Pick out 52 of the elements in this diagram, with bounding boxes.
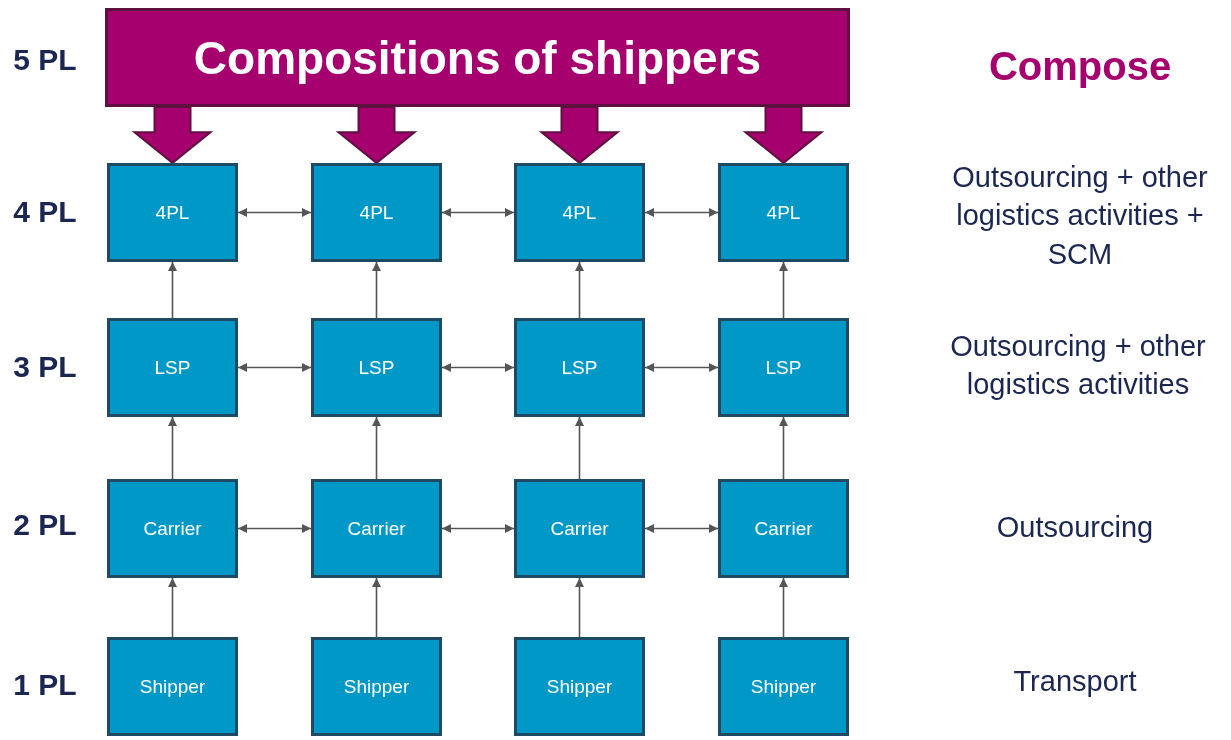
block-arrow bbox=[742, 106, 825, 165]
process-box: LSP bbox=[718, 318, 849, 417]
process-box: 4PL bbox=[311, 163, 442, 262]
level-label: 2 PL bbox=[12, 507, 78, 543]
level-label: 1 PL bbox=[12, 667, 78, 703]
arrow bbox=[644, 524, 719, 533]
arrow bbox=[644, 363, 719, 372]
arrow bbox=[779, 416, 788, 480]
arrow bbox=[575, 577, 584, 638]
level-label: 5 PL bbox=[12, 42, 78, 78]
process-box: Shipper bbox=[311, 637, 442, 736]
arrow bbox=[575, 261, 584, 319]
arrow bbox=[237, 363, 312, 372]
side-note: Outsourcing bbox=[995, 510, 1155, 545]
arrow bbox=[168, 261, 177, 319]
arrow bbox=[644, 208, 719, 217]
arrow bbox=[441, 208, 515, 217]
block-arrow bbox=[131, 106, 214, 165]
process-box: Shipper bbox=[107, 637, 238, 736]
side-heading: Compose bbox=[987, 43, 1173, 90]
banner-box: Compositions of shippers bbox=[105, 8, 850, 107]
level-label: 4 PL bbox=[12, 194, 78, 230]
process-box: 4PL bbox=[514, 163, 645, 262]
side-note: Outsourcing + other logistics activities bbox=[949, 329, 1207, 403]
process-box: Carrier bbox=[718, 479, 849, 578]
arrow bbox=[779, 261, 788, 319]
process-box: 4PL bbox=[107, 163, 238, 262]
arrow bbox=[237, 208, 312, 217]
process-box: Shipper bbox=[514, 637, 645, 736]
process-box: 4PL bbox=[718, 163, 849, 262]
side-note: Outsourcing + other logistics activities + SCM bbox=[951, 160, 1209, 272]
arrow bbox=[779, 577, 788, 638]
arrow bbox=[237, 524, 312, 533]
process-box: LSP bbox=[107, 318, 238, 417]
process-box: Shipper bbox=[718, 637, 849, 736]
side-note: Transport bbox=[1012, 664, 1138, 699]
block-arrow bbox=[335, 106, 418, 165]
arrow bbox=[168, 416, 177, 480]
process-box: Carrier bbox=[311, 479, 442, 578]
arrow bbox=[372, 577, 381, 638]
process-box: LSP bbox=[514, 318, 645, 417]
arrow bbox=[168, 577, 177, 638]
process-box: Carrier bbox=[514, 479, 645, 578]
arrow bbox=[575, 416, 584, 480]
arrow bbox=[372, 261, 381, 319]
level-label: 3 PL bbox=[12, 349, 78, 385]
block-arrow bbox=[538, 106, 621, 165]
process-box: Carrier bbox=[107, 479, 238, 578]
arrow bbox=[372, 416, 381, 480]
arrow bbox=[441, 363, 515, 372]
arrow bbox=[441, 524, 515, 533]
process-box: LSP bbox=[311, 318, 442, 417]
